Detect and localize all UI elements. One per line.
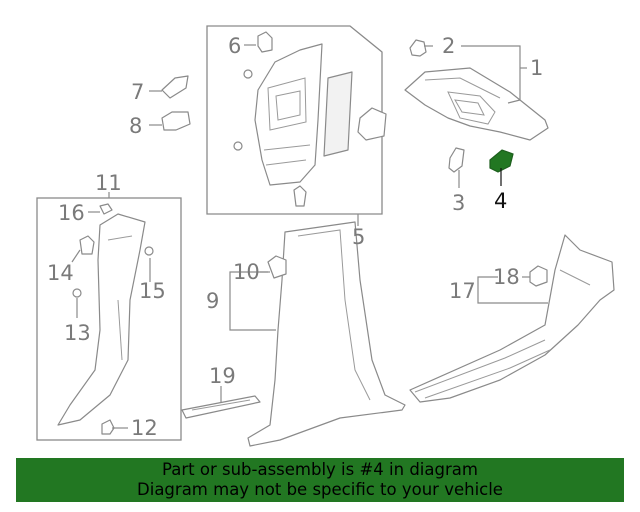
callout-5: 5: [352, 225, 365, 249]
callout-6: 6: [228, 34, 241, 58]
banner-line-1: Part or sub-assembly is #4 in diagram: [162, 460, 478, 479]
part-18-clip[interactable]: [529, 265, 548, 287]
callout-1: 1: [530, 56, 543, 80]
part-5-pillar-trim-assembly[interactable]: [233, 31, 387, 207]
part-8-bracket[interactable]: [161, 111, 191, 131]
callout-12: 12: [131, 416, 158, 440]
part-4-highlighted[interactable]: [489, 149, 514, 173]
banner-line-2: Diagram may not be specific to your vehi…: [137, 480, 503, 499]
part-7-clip[interactable]: [161, 75, 189, 99]
callout-18: 18: [493, 265, 520, 289]
callout-7: 7: [131, 80, 144, 104]
callout-19: 19: [209, 364, 236, 388]
part-1-upper-trim-panel[interactable]: [404, 67, 549, 141]
part-17-sill-plate[interactable]: [409, 234, 615, 403]
leader-lines: [71, 44, 548, 429]
part-2-clip[interactable]: [409, 39, 427, 57]
callout-13: 13: [64, 321, 91, 345]
callout-4: 4: [494, 189, 507, 213]
part-9-pillar-lower-trim[interactable]: [247, 221, 406, 447]
callout-2: 2: [442, 34, 455, 58]
callout-15: 15: [139, 279, 166, 303]
part-10-clip[interactable]: [267, 255, 287, 279]
part-3-clip[interactable]: [448, 147, 465, 173]
callout-11: 11: [95, 171, 122, 195]
callout-17: 17: [449, 279, 476, 303]
callout-9: 9: [206, 289, 219, 313]
callout-16: 16: [58, 201, 85, 225]
part-19-scuff-plate[interactable]: [181, 395, 261, 419]
callout-3: 3: [452, 191, 465, 215]
callout-14: 14: [47, 261, 74, 285]
notice-banner: Part or sub-assembly is #4 in diagram Di…: [16, 458, 624, 502]
callout-8: 8: [129, 114, 142, 138]
callout-10: 10: [233, 260, 260, 284]
part-11-pillar-trim-assembly[interactable]: [57, 203, 154, 435]
